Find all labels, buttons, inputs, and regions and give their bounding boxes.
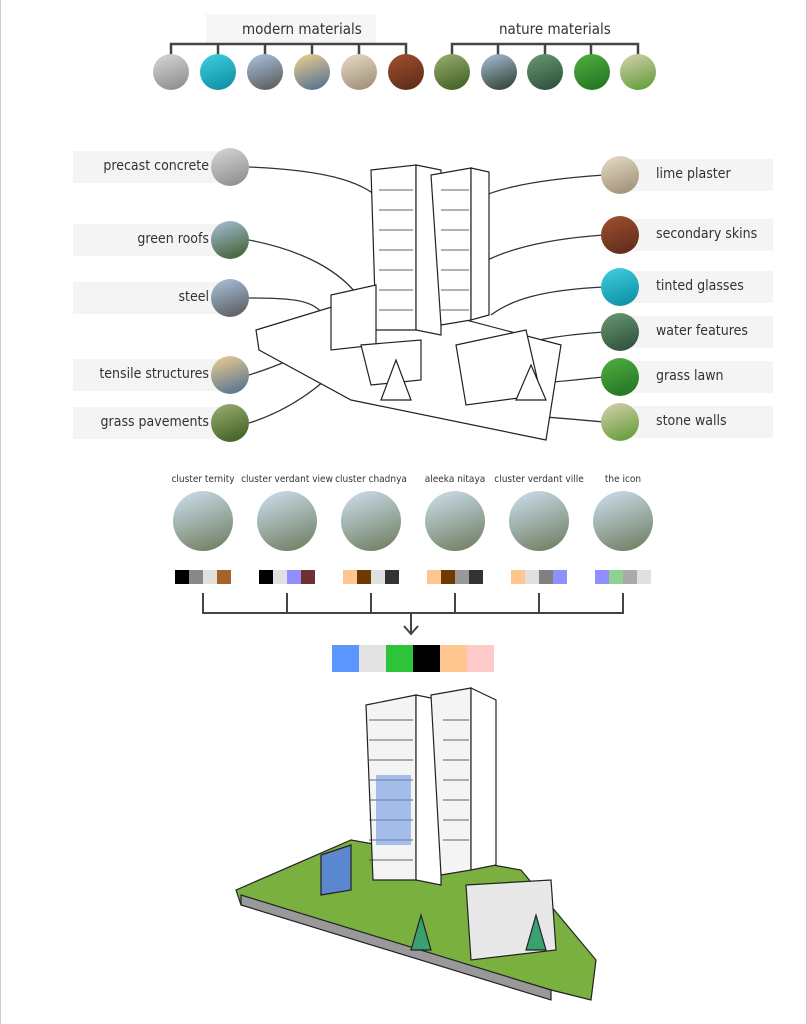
cluster-color-swatch [175, 570, 189, 584]
cluster-color-swatch [455, 570, 469, 584]
callout-label: lime plaster [656, 166, 731, 182]
cluster-color-swatch [595, 570, 609, 584]
title-band [206, 14, 376, 44]
material-thumbnail [601, 156, 639, 194]
material-thumbnail [211, 404, 249, 442]
cluster-house-photo [173, 491, 233, 551]
callout-label: stone walls [656, 413, 727, 429]
cluster-color-swatch [525, 570, 539, 584]
cluster-name: aleeka nitaya [422, 474, 488, 486]
material-thumbnail [601, 216, 639, 254]
cluster-color-swatch [217, 570, 231, 584]
cluster-name: cluster chadnya [333, 474, 409, 486]
modern-material-thumbnail [341, 54, 377, 90]
cluster-house-photo [341, 491, 401, 551]
final-color-swatch [359, 645, 386, 672]
cluster-color-swatch [553, 570, 567, 584]
modern-material-thumbnail [200, 54, 236, 90]
nature-materials-title: nature materials [499, 20, 611, 38]
cluster-house-photo [509, 491, 569, 551]
material-thumbnail [601, 313, 639, 351]
cluster-color-swatch [273, 570, 287, 584]
modern-material-thumbnail [153, 54, 189, 90]
label-band [73, 151, 223, 183]
cluster-color-swatch [189, 570, 203, 584]
cluster-color-swatch [287, 570, 301, 584]
final-color-swatch [332, 645, 359, 672]
modern-material-thumbnail [388, 54, 424, 90]
cluster-name: cluster ternity [169, 474, 237, 486]
cluster-color-swatch [301, 570, 315, 584]
nature-material-thumbnail [573, 54, 610, 90]
cluster-color-swatch [259, 570, 273, 584]
cluster-house-photo [425, 491, 485, 551]
modern-material-thumbnail [247, 54, 283, 90]
cluster-color-swatch [609, 570, 623, 584]
cluster-color-swatch [511, 570, 525, 584]
cluster-color-swatch [343, 570, 357, 584]
building-sketch [255, 164, 562, 441]
callout-label: green roofs [137, 231, 209, 247]
material-thumbnail [211, 221, 249, 259]
cluster-name: cluster verdant view [239, 474, 335, 486]
cluster-name: cluster verdant ville [492, 474, 586, 486]
callout-label: grass lawn [656, 368, 724, 384]
cluster-color-swatch [637, 570, 651, 584]
material-thumbnail [211, 279, 249, 317]
colored-building-render [235, 687, 597, 1001]
final-color-swatch [413, 645, 440, 672]
callout-label: precast concrete [103, 158, 209, 174]
final-color-swatch [386, 645, 413, 672]
material-thumbnail [601, 358, 639, 396]
material-thumbnail [601, 403, 639, 441]
final-color-swatch [467, 645, 494, 672]
final-color-swatch [440, 645, 467, 672]
callout-label: water features [656, 323, 748, 339]
cluster-color-swatch [469, 570, 483, 584]
nature-material-thumbnail [480, 54, 517, 90]
cluster-name: the icon [602, 474, 644, 486]
nature-material-thumbnail [434, 54, 470, 90]
label-band [73, 359, 223, 391]
label-band [73, 282, 223, 314]
modern-material-thumbnail [294, 54, 330, 90]
callout-label: steel [178, 289, 209, 305]
callout-label: secondary skins [656, 226, 758, 242]
cluster-color-swatch [441, 570, 455, 584]
material-thumbnail [211, 356, 249, 394]
nature-material-thumbnail [620, 54, 656, 90]
cluster-house-photo [593, 491, 653, 551]
cluster-color-swatch [371, 570, 385, 584]
cluster-color-swatch [203, 570, 217, 584]
callout-label: tensile structures [99, 366, 209, 382]
cluster-house-photo [257, 491, 317, 551]
callout-label: grass pavements [100, 414, 209, 430]
nature-material-thumbnail [527, 54, 563, 90]
cluster-color-swatch [427, 570, 441, 584]
cluster-color-swatch [539, 570, 553, 584]
cluster-color-swatch [357, 570, 371, 584]
cluster-color-swatch [385, 570, 399, 584]
label-band [73, 224, 223, 256]
material-thumbnail [211, 148, 249, 186]
material-thumbnail [601, 268, 639, 306]
modern-materials-title: modern materials [242, 20, 362, 38]
label-band [73, 407, 223, 439]
cluster-color-swatch [623, 570, 637, 584]
callout-label: tinted glasses [656, 278, 744, 294]
